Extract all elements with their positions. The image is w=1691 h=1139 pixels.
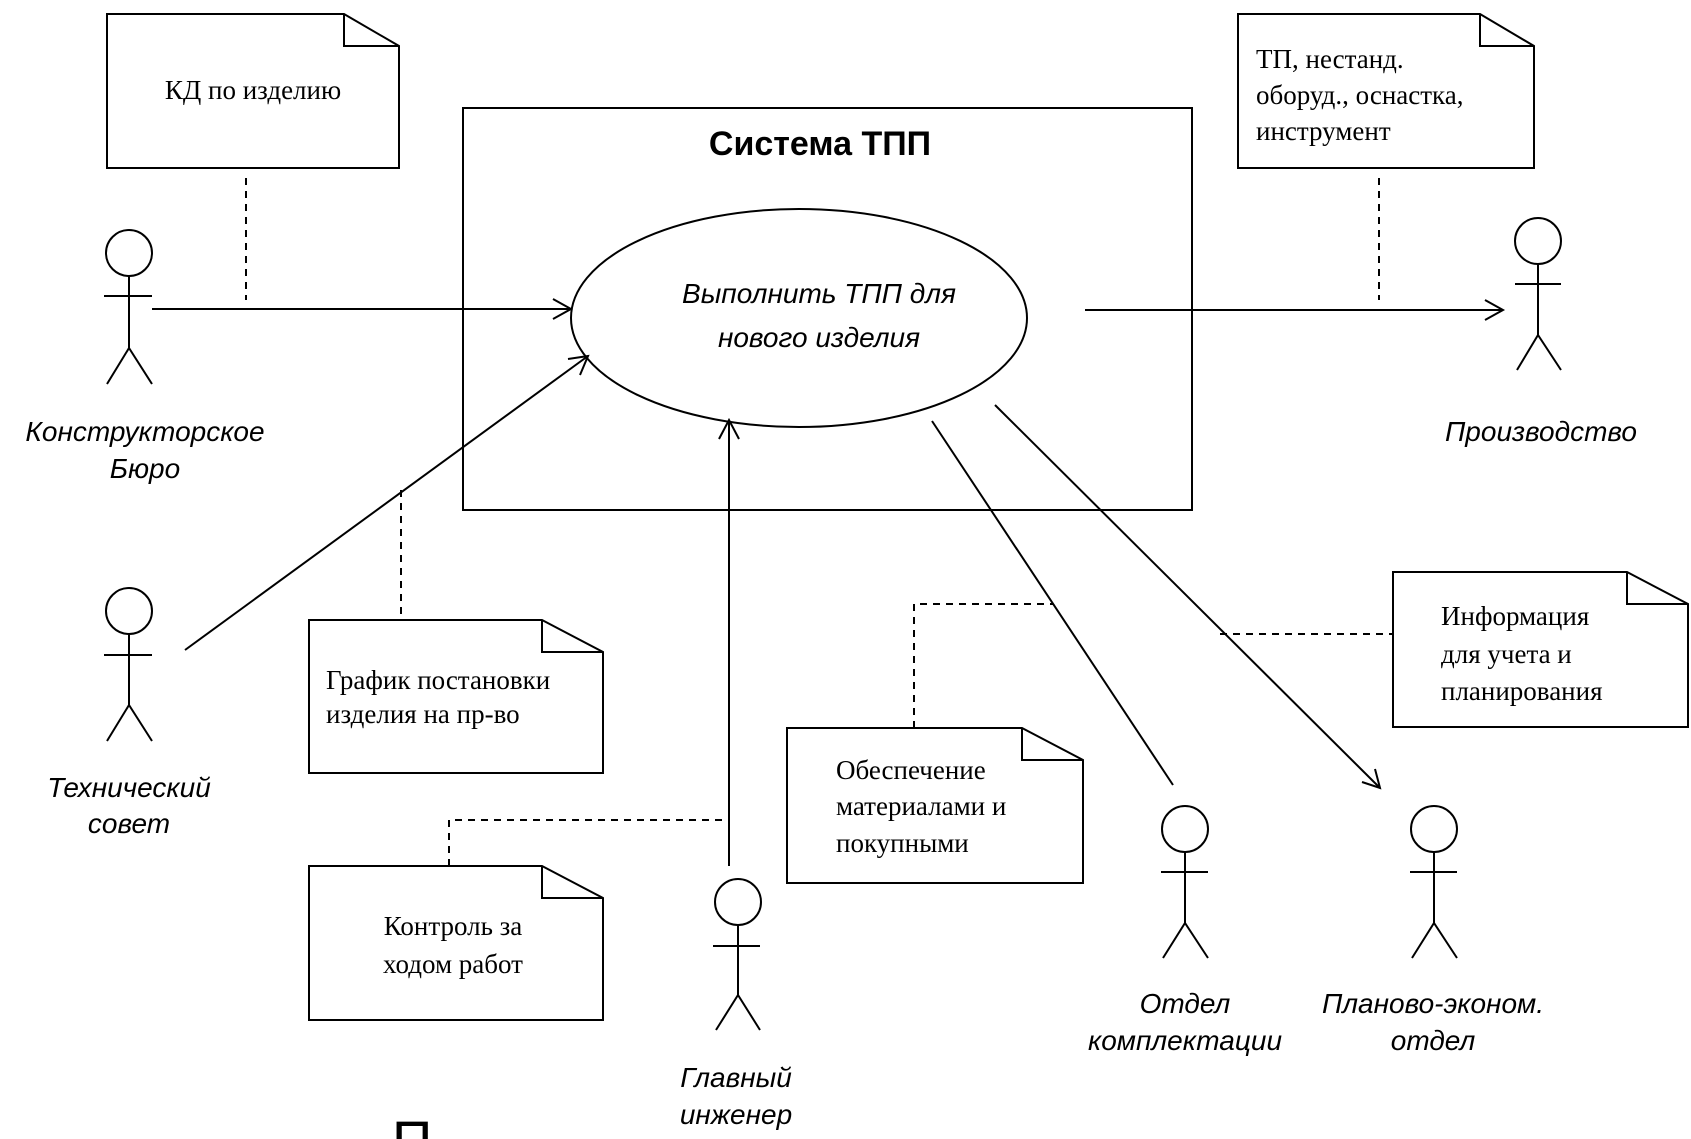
association-planning — [994, 404, 1382, 790]
note-schedule: График постановки изделия на пр-во — [308, 619, 604, 774]
association-design-bureau — [152, 298, 574, 320]
note-materials-line3: покупными — [836, 828, 969, 858]
actor-procurement-line2: комплектации — [1088, 1025, 1282, 1056]
actor-design-bureau-icon — [104, 229, 153, 385]
actor-chief-engineer-line1: Главный — [680, 1062, 792, 1093]
association-production — [1085, 299, 1506, 321]
actor-planning-icon — [1410, 805, 1458, 959]
note-control-line1: Контроль за — [384, 911, 523, 941]
actor-procurement-line1: Отдел — [1140, 988, 1231, 1019]
actor-tech-council-line1: Технический — [47, 772, 211, 803]
actor-tech-council-icon — [104, 587, 153, 742]
use-case-line1: Выполнить ТПП для — [682, 278, 956, 309]
note-tp: ТП, нестанд. оборуд., оснастка, инструме… — [1237, 13, 1535, 169]
note-tp-line3: инструмент — [1256, 116, 1391, 146]
anchor-materials — [913, 603, 1053, 728]
use-case-ellipse — [570, 208, 1028, 428]
anchor-control — [448, 819, 729, 866]
note-materials: Обеспечение материалами и покупными — [786, 727, 1084, 884]
actor-planning-line2: отдел — [1391, 1025, 1476, 1056]
actor-design-bureau-line2: Бюро — [110, 453, 180, 484]
actor-tech-council-line2: совет — [88, 808, 170, 839]
note-schedule-line1: График постановки — [326, 665, 550, 695]
use-case-line2: нового изделия — [718, 322, 920, 353]
note-schedule-line2: изделия на пр-во — [326, 699, 520, 729]
note-info: Информация для учета и планирования — [1392, 571, 1689, 728]
note-info-line1: Информация — [1441, 601, 1589, 631]
actor-procurement-icon — [1161, 805, 1209, 959]
note-tp-line1: ТП, нестанд. — [1256, 44, 1404, 74]
note-materials-line1: Обеспечение — [836, 755, 986, 785]
note-control: Контроль за ходом работ — [308, 865, 604, 1021]
association-tech-council — [184, 354, 590, 651]
note-control-line2: ходом работ — [383, 949, 523, 979]
note-kd-line1: КД по изделию — [165, 75, 341, 105]
association-chief-engineer — [718, 417, 740, 866]
note-materials-line2: материалами и — [836, 791, 1006, 821]
actor-chief-engineer-icon — [713, 878, 762, 1031]
actor-planning-line1: Планово-эконом. — [1322, 988, 1544, 1019]
actor-production-line1: Производство — [1445, 416, 1637, 447]
actor-design-bureau-line1: Конструкторское — [25, 416, 264, 447]
note-tp-line2: оборуд., оснастка, — [1256, 80, 1463, 110]
footer-partial-text: П — [392, 1109, 432, 1139]
note-info-line2: для учета и — [1441, 639, 1572, 669]
note-info-line3: планирования — [1441, 676, 1603, 706]
actor-production-icon — [1514, 217, 1562, 371]
note-kd: КД по изделию — [106, 13, 400, 169]
actor-chief-engineer-line2: инженер — [680, 1099, 792, 1130]
system-title: Система ТПП — [709, 125, 931, 163]
